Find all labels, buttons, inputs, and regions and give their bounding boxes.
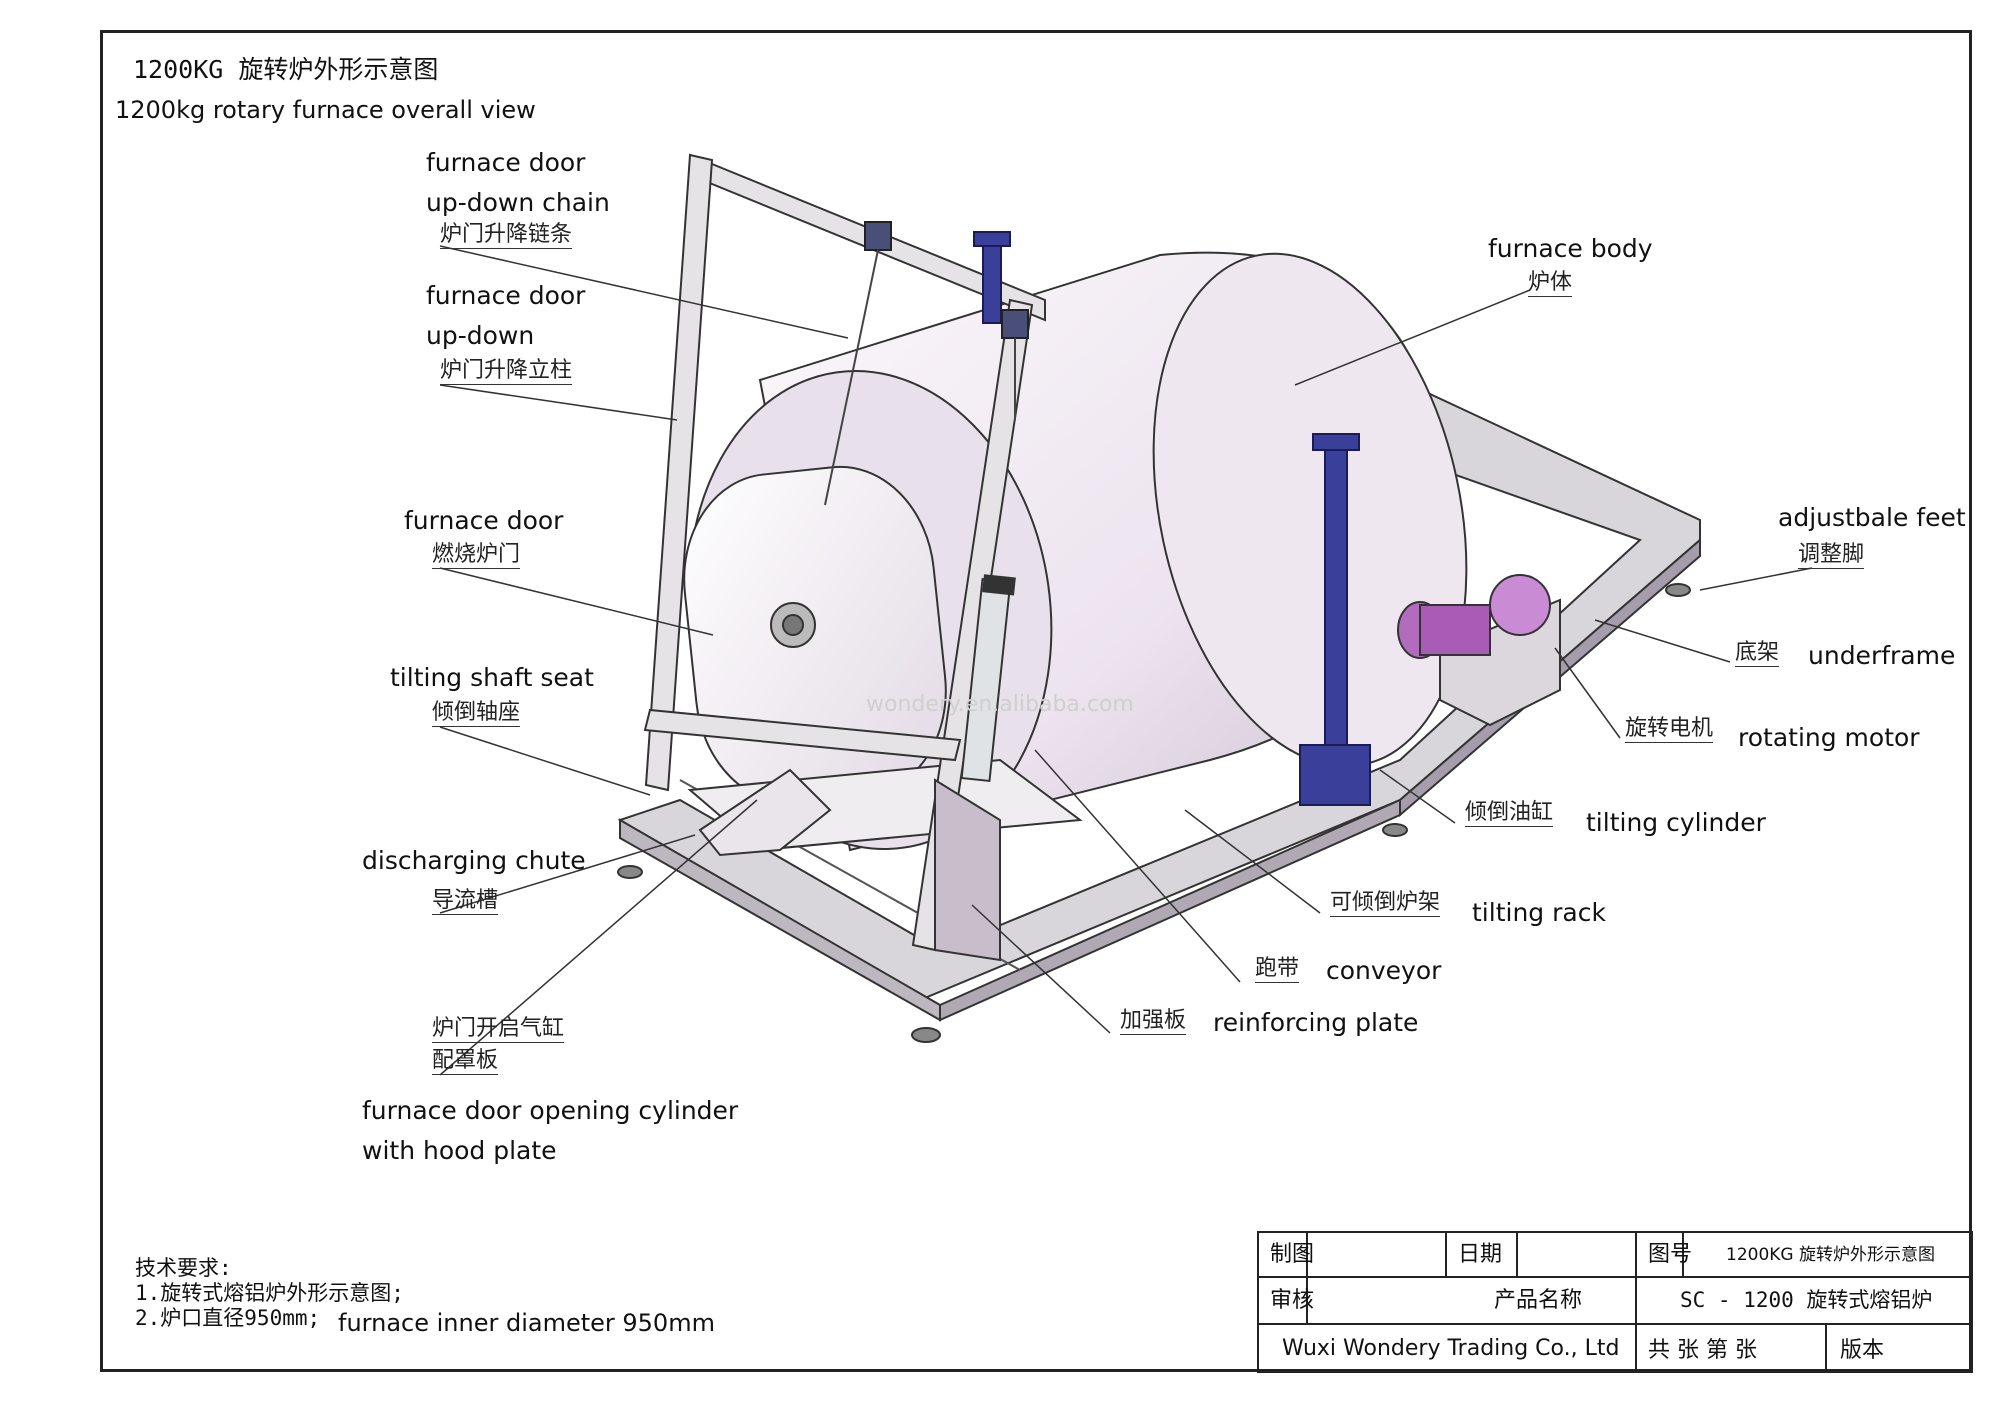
label-door-post-en2: up-down: [426, 321, 535, 350]
label-motor-en: rotating motor: [1738, 723, 1920, 752]
furnace-door-shape: [683, 465, 947, 805]
label-body-en: furnace body: [1488, 234, 1653, 263]
label-body-cn: 炉体: [1528, 270, 1573, 297]
label-chute-cn: 导流槽: [432, 888, 499, 915]
tb-product-name: 产品名称: [1494, 1288, 1583, 1313]
label-conveyor-en: conveyor: [1326, 956, 1442, 985]
tb-version: 版本: [1840, 1338, 1885, 1363]
watermark: wondery.en.alibaba.com: [866, 692, 1134, 717]
label-tilt-rack-en: tilting rack: [1472, 898, 1606, 927]
label-tilt-cylinder-en: tilting cylinder: [1586, 808, 1766, 837]
requirements-line1: 1.旋转式熔铝炉外形示意图;: [135, 1281, 404, 1305]
label-door-chain-en1: furnace door: [426, 148, 586, 177]
title-block-grid: [1257, 1231, 1973, 1373]
label-door-cn: 燃烧炉门: [432, 542, 521, 569]
label-door-chain-en2: up-down chain: [426, 188, 610, 217]
label-door-cylinder-cn1: 炉门开启气缸: [432, 1016, 565, 1043]
tb-drawing-no: 图号: [1648, 1242, 1693, 1267]
requirements-line2-en: furnace inner diameter 950mm: [338, 1309, 715, 1337]
drawing-title-cn: 1200KG 旋转炉外形示意图: [133, 55, 439, 84]
label-feet-cn: 调整脚: [1798, 542, 1865, 569]
leader-lines: [439, 245, 1813, 1076]
drawing-title-en: 1200kg rotary furnace overall view: [115, 96, 536, 124]
door-opening-cylinder-shape: [960, 574, 1016, 783]
label-shaft-seat-en: tilting shaft seat: [390, 663, 594, 692]
tb-draw: 制图: [1270, 1242, 1315, 1267]
label-shaft-seat-cn: 倾倒轴座: [432, 700, 521, 727]
rotating-motor-shape: [1397, 574, 1561, 727]
label-conveyor-cn: 跑带: [1255, 956, 1300, 983]
label-door-en: furnace door: [404, 506, 564, 535]
tb-drawing-no-value: 1200KG 旋转炉外形示意图: [1726, 1245, 1935, 1265]
tb-review: 审核: [1270, 1288, 1315, 1313]
label-door-cylinder-en2: with hood plate: [362, 1136, 557, 1165]
label-tilt-rack-cn: 可倾倒炉架: [1330, 890, 1441, 917]
tb-company: Wuxi Wondery Trading Co., Ltd: [1282, 1336, 1620, 1361]
discharging-chute-shape: [698, 768, 832, 857]
requirements-heading: 技术要求:: [135, 1256, 232, 1280]
drawing-border: [100, 30, 1972, 1372]
tb-sheets: 共 张 第 张: [1648, 1338, 1757, 1363]
tb-date: 日期: [1458, 1242, 1503, 1267]
label-feet-en: adjustbale feet: [1778, 503, 1966, 532]
tb-product-value: SC - 1200 旋转式熔铝炉: [1680, 1288, 1933, 1312]
label-door-cylinder-cn2: 配罩板: [432, 1048, 499, 1075]
label-door-post-en1: furnace door: [426, 281, 586, 310]
label-motor-cn: 旋转电机: [1625, 716, 1714, 743]
label-underframe-cn: 底架: [1735, 640, 1780, 667]
label-reinforce-cn: 加强板: [1120, 1008, 1187, 1035]
label-door-post-cn: 炉门升降立柱: [440, 358, 573, 385]
label-tilt-cylinder-cn: 倾倒油缸: [1465, 800, 1554, 827]
adjustable-feet-shapes: [617, 583, 1691, 1043]
requirements-line2-cn: 2.炉口直径950mm;: [135, 1306, 321, 1330]
label-reinforce-en: reinforcing plate: [1213, 1008, 1419, 1037]
label-chute-en: discharging chute: [362, 846, 586, 875]
label-door-cylinder-en1: furnace door opening cylinder: [362, 1096, 739, 1125]
label-door-chain-cn: 炉门升降链条: [440, 222, 573, 249]
label-underframe-en: underframe: [1808, 641, 1956, 670]
blue-posts: [973, 231, 1371, 806]
